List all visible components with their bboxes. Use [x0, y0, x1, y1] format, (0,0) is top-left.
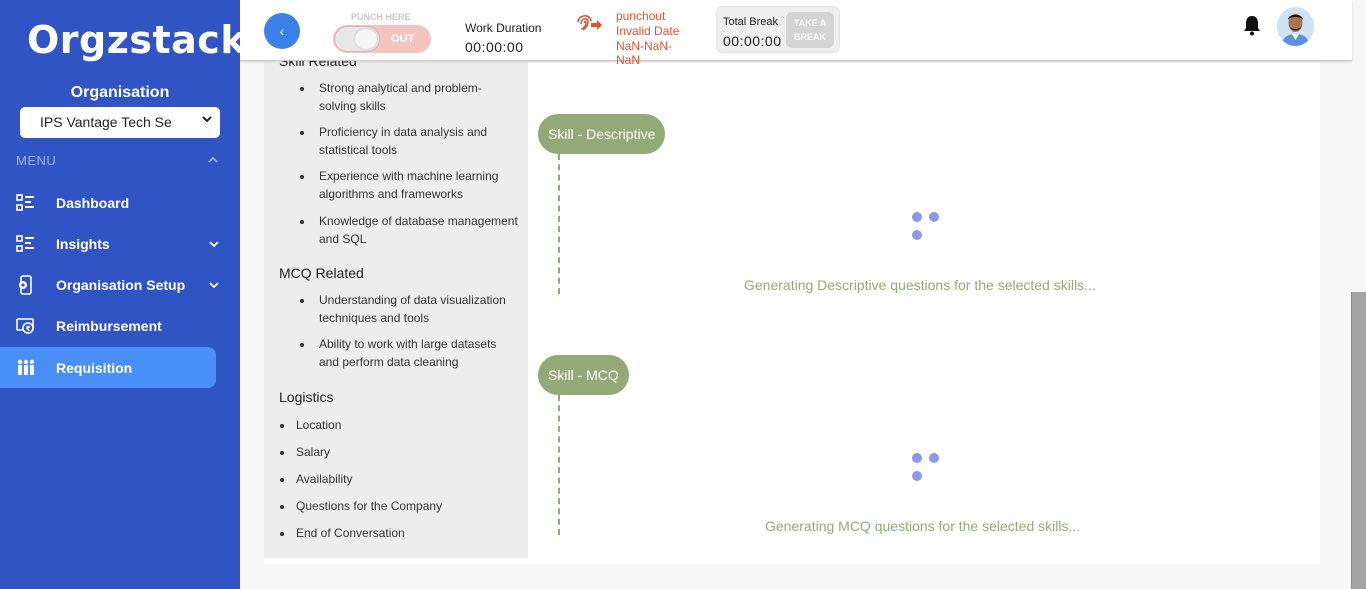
punch-state: OUT [391, 33, 415, 45]
punch-toggle-knob[interactable] [335, 27, 379, 51]
chevron-left-icon: ‹ [279, 23, 285, 39]
sidebar-item-organisation-setup[interactable]: Organisation Setup [0, 264, 219, 305]
sidebar-item-label: Dashboard [56, 194, 130, 211]
list-item: Salary [279, 445, 331, 459]
mcq-status-text: Generating MCQ questions for the selecte… [765, 518, 1081, 534]
sidebar-item-requisition[interactable]: Requisition [0, 347, 216, 388]
work-duration-value: 00:00:00 [465, 39, 524, 55]
timeline-connector [558, 395, 560, 535]
skill-descriptive-pill: Skill - Descriptive [538, 114, 666, 154]
punch-status-type: punchout [616, 9, 666, 23]
list-item: Availability [279, 472, 353, 486]
svg-text:₹: ₹ [26, 325, 31, 333]
avatar[interactable] [1277, 7, 1314, 46]
skills-summary-panel [264, 62, 528, 558]
chevron-down-icon [202, 116, 212, 123]
list-item: Proficiency in data analysis and statist… [300, 124, 519, 159]
sidebar-item-dashboard[interactable]: Dashboard [0, 182, 216, 223]
take-break-button[interactable]: TAKE A BREAK [786, 12, 834, 48]
list-item: Understanding of data visualization tech… [300, 292, 519, 327]
back-button[interactable]: ‹ [264, 13, 300, 49]
chevron-up-icon[interactable] [207, 154, 219, 166]
brand-logo[interactable]: Orgzstack [27, 18, 247, 62]
skill-mcq-pill: Skill - MCQ [538, 355, 629, 395]
list-item: Strong analytical and problem-solving sk… [300, 80, 519, 115]
menu-heading: MENU [16, 153, 57, 168]
total-break-value: 00:00:00 [723, 33, 782, 49]
organisation-label: Organisation [70, 84, 170, 101]
chevron-down-icon[interactable] [208, 238, 220, 250]
list-item: Experience with machine learning algorit… [300, 168, 519, 203]
descriptive-status-text: Generating Descriptive questions for the… [744, 277, 1096, 293]
sidebar-item-label: Reimbursement [56, 317, 162, 334]
list-item: Ability to work with large datasets and … [300, 336, 519, 371]
loading-dots [912, 209, 962, 240]
total-break-label: Total Break [723, 16, 779, 28]
user-avatar-icon [1277, 7, 1314, 46]
sidebar-item-label: Organisation Setup [56, 276, 186, 293]
sidebar: Orgzstack Organisation IPS Vantage Tech … [0, 0, 246, 589]
insights-icon [16, 234, 34, 252]
take-break-label: BREAK [793, 32, 826, 42]
punch-label: PUNCH HERE [351, 12, 411, 22]
punch-status: punchout Invalid Date NaN-NaN- NaN [616, 9, 686, 68]
top-bar: ‹ PUNCH HERE OUT Work Duration 00:00:00 … [240, 0, 1352, 67]
loading-dots [912, 450, 962, 481]
organisation-select-value: IPS Vantage Tech Se [40, 114, 172, 130]
reimbursement-icon: ₹ [16, 317, 34, 334]
timeline-connector [558, 154, 560, 294]
scrollbar[interactable] [1351, 292, 1366, 589]
punch-status-date: Invalid Date [616, 24, 680, 38]
sidebar-item-label: Requisition [56, 359, 133, 376]
logistics-heading: Logistics [279, 389, 334, 405]
sidebar-item-reimbursement[interactable]: ₹ Reimbursement [0, 305, 216, 346]
list-item: Location [279, 418, 342, 432]
list-item: End of Conversation [280, 526, 405, 540]
bell-icon[interactable] [1242, 14, 1262, 36]
sidebar-item-insights[interactable]: Insights [0, 223, 219, 264]
dashboard-icon [16, 193, 34, 211]
mcq-related-heading: MCQ Related [279, 265, 364, 281]
punch-status-time-cont: NaN [616, 53, 641, 67]
requisition-icon [17, 359, 35, 375]
organisation-select[interactable]: IPS Vantage Tech Se [20, 107, 220, 138]
chevron-down-icon[interactable] [208, 279, 220, 291]
punch-toggle[interactable]: OUT [333, 25, 431, 53]
punch-status-time: NaN-NaN- [616, 39, 673, 53]
sidebar-item-label: Insights [56, 235, 110, 252]
list-item: Questions for the Company [279, 499, 443, 513]
take-break-label: TAKE A [793, 18, 827, 28]
list-item: Knowledge of database management and SQL [300, 213, 519, 248]
fingerprint-icon [577, 15, 602, 31]
organisation-setup-icon [19, 274, 32, 295]
total-break-box: Total Break 00:00:00 TAKE A BREAK [716, 6, 840, 53]
work-duration-label: Work Duration [465, 21, 542, 35]
